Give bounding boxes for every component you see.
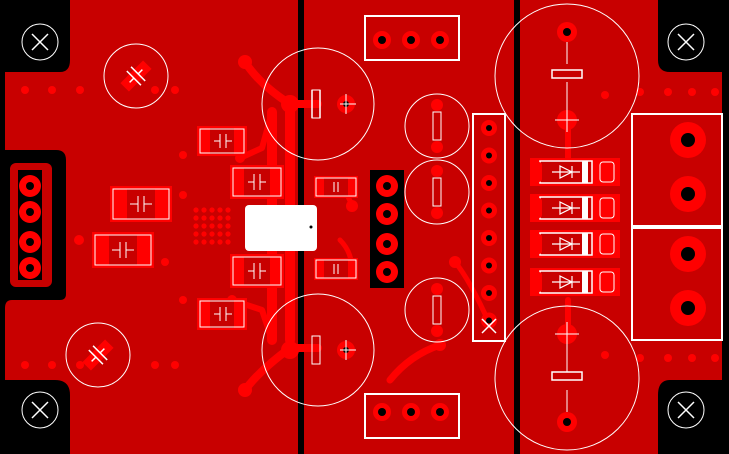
thermal-via [217,223,223,229]
thermal-via [201,223,207,229]
diode [530,158,620,186]
electrolytic-cap-center-bottom [261,293,375,407]
thermal-via [217,239,223,245]
diode [530,268,620,296]
mounting-hole-bl [21,391,59,429]
ic-thermal-pad [245,205,317,251]
thermal-via [193,239,199,245]
via-row-right [601,88,719,362]
thermal-via [225,215,231,221]
terminal-block-top [631,113,723,227]
via-row-top-left [21,86,179,94]
smd-r3 [230,254,284,288]
via-column-left [74,151,187,304]
thermal-via [209,215,215,221]
electrolytic-cap-center-top [261,47,375,161]
thermal-via [225,207,231,213]
large-cap-top-right [494,3,640,149]
small-cap-2 [404,159,470,225]
smd-r4 [197,298,247,330]
thermal-via [193,231,199,237]
via-row-bottom-left [21,361,179,369]
thermal-via [209,231,215,237]
thermal-via [225,239,231,245]
smd-c2 [92,232,154,268]
mounting-hole-tr [667,23,705,61]
header-3pin-bottom [364,393,460,439]
mounting-hole-br [667,391,705,429]
thermal-via [201,207,207,213]
thermal-via [209,207,215,213]
thermal-via [193,223,199,229]
smd-c1 [110,186,172,222]
cap-ring-top-left [103,43,169,109]
thermal-via [201,215,207,221]
left-connector [5,158,55,292]
thermal-via [209,223,215,229]
smd-components [92,126,358,330]
header-3pin-top [364,15,460,61]
thermal-via [193,207,199,213]
smd-r1 [197,126,247,156]
thermal-via [217,207,223,213]
thermal-via [209,239,215,245]
thermal-via [193,215,199,221]
smd-r2 [230,165,284,199]
diode [530,230,620,258]
thermal-via [201,231,207,237]
thermal-via [217,231,223,237]
thermal-via [225,223,231,229]
copper-pour [5,0,722,454]
cap-ring-bottom-left [65,322,131,388]
smd-c4 [314,258,358,280]
header-8pin [472,113,506,342]
header-4pin-center [370,170,404,288]
small-cap-3 [404,277,470,343]
thermal-via-grid [193,207,231,245]
thermal-via [217,215,223,221]
diode [530,194,620,222]
thermal-via [225,231,231,237]
large-cap-bottom-right [494,305,640,451]
thermal-via [201,239,207,245]
mounting-hole-tl [21,23,59,61]
terminal-block-bottom [631,227,723,341]
smd-c3 [314,176,358,198]
small-cap-1 [404,93,470,159]
diode-bridge [530,158,620,296]
